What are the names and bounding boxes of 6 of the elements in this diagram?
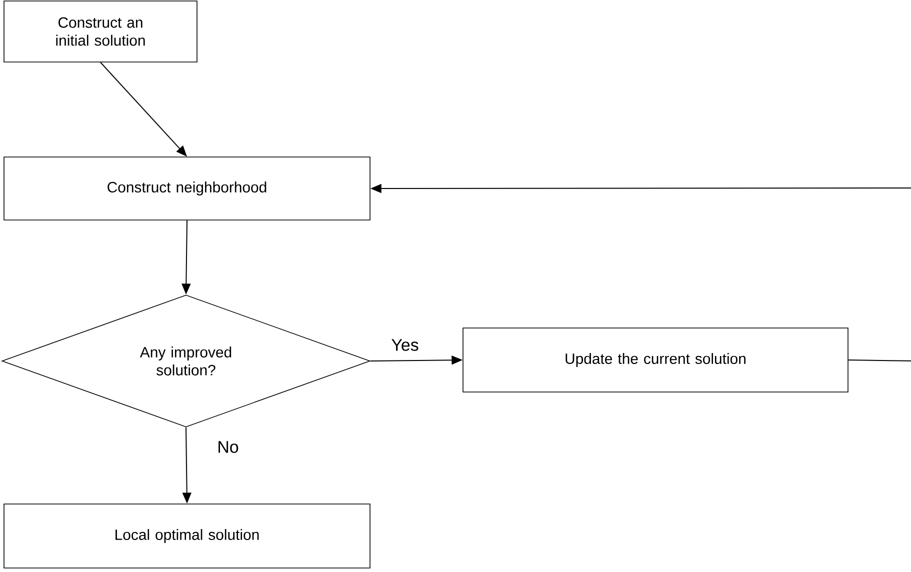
edge-label: Yes [392,339,418,351]
edge-label: No [218,441,238,453]
process-box: Local optimal solution [4,504,370,568]
process-box: Construct an initial solution [4,0,198,62]
process-box: Construct neighborhood [4,156,370,220]
process-box: Update the current solution [462,328,848,392]
